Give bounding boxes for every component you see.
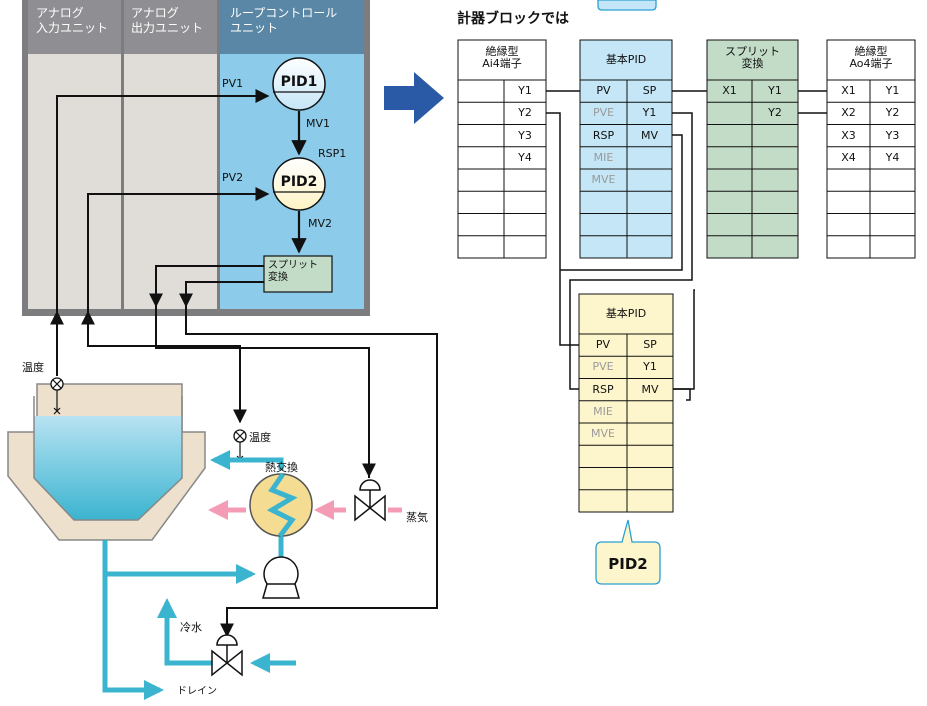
block-ai-cell: Y4 xyxy=(518,150,532,164)
signal-pv2: PV2 xyxy=(222,171,244,184)
block-split-title: スプリット 変換 xyxy=(725,45,780,70)
signal-mv2: MV2 xyxy=(308,217,333,230)
cold-water-valve xyxy=(211,634,243,677)
flow-arrow-icon xyxy=(384,72,444,124)
block-ao-title: 絶縁型 Ao4端子 xyxy=(849,45,893,70)
block-ao-cell: X3 xyxy=(841,128,856,142)
block-ao-cell: Y3 xyxy=(885,128,900,142)
block-pid2 xyxy=(578,293,674,513)
callout-top xyxy=(597,0,657,11)
block-pid1-cell: MVE xyxy=(591,173,616,186)
block-pid1-cell: MIE xyxy=(593,150,614,164)
block-wires xyxy=(546,90,827,401)
callout-pid2-label: PID2 xyxy=(608,555,648,573)
block-split xyxy=(706,39,799,259)
split-node xyxy=(263,255,333,293)
pid2-node xyxy=(272,157,326,211)
tank xyxy=(7,383,206,541)
block-ai-cell: Y2 xyxy=(518,106,532,120)
block-pid2-cell: SP xyxy=(643,338,657,351)
signal-pv1: PV1 xyxy=(222,77,244,90)
block-pid1-title: 基本PID xyxy=(605,53,647,66)
block-pid2-cell: PVE xyxy=(592,360,614,374)
block-ai-cell: Y1 xyxy=(518,84,532,97)
callout-pid2 xyxy=(595,519,661,585)
signal-mv1: MV1 xyxy=(306,117,331,130)
label-cold-water: 冷水 xyxy=(180,621,202,634)
block-split-cell: Y1 xyxy=(768,84,782,97)
heat-exchanger xyxy=(249,472,313,538)
header-loop-control: ループコントロール ユニット xyxy=(230,6,338,35)
steam-valve xyxy=(354,479,386,522)
pid1-node xyxy=(272,57,326,111)
block-split-cell: X1 xyxy=(722,84,737,97)
block-ai-cell: Y3 xyxy=(518,128,532,142)
block-pid1-cell: Y1 xyxy=(642,106,657,120)
block-ai xyxy=(457,39,547,259)
block-ao xyxy=(826,39,916,259)
split-label: スプリット 変換 xyxy=(268,260,318,283)
block-ao-cell: Y1 xyxy=(885,84,900,97)
block-pid1-cell: SP xyxy=(642,84,657,97)
label-temp-tank: 温度 xyxy=(22,361,44,374)
block-pid2-cell: MVE xyxy=(591,427,615,440)
block-pid2-cell: MV xyxy=(641,382,659,396)
block-pid1-cell: PV xyxy=(596,84,611,97)
pid2-label: PID2 xyxy=(280,174,318,190)
block-pid2-cell: Y1 xyxy=(643,360,657,374)
block-ao-cell: Y2 xyxy=(885,106,900,120)
block-pid2-cell: PV xyxy=(595,338,611,351)
block-ao-cell: X4 xyxy=(841,150,856,164)
block-ao-cell: Y4 xyxy=(885,150,900,164)
block-heading: 計器ブロックでは xyxy=(457,11,569,27)
block-pid1 xyxy=(579,39,673,259)
pid1-label: PID1 xyxy=(280,74,318,90)
label-drain: ドレイン xyxy=(177,686,217,697)
label-temp-line: 温度 xyxy=(249,431,271,444)
block-split-cell: Y2 xyxy=(768,106,782,120)
block-ao-cell: X1 xyxy=(841,84,856,97)
header-analog-output: アナログ 出力ユニット xyxy=(131,6,204,35)
block-pid1-cell: MV xyxy=(640,128,658,142)
block-pid2-title: 基本PID xyxy=(605,307,647,320)
block-ao-cell: X2 xyxy=(841,106,856,120)
signal-rsp1: RSP1 xyxy=(318,147,347,160)
block-pid1-cell: RSP xyxy=(592,128,615,142)
control-unit-panel xyxy=(22,0,370,316)
header-analog-input: アナログ 入力ユニット xyxy=(36,6,109,35)
label-steam: 蒸気 xyxy=(406,511,428,524)
block-pid2-cell: MIE xyxy=(593,404,613,418)
block-ai-title: 絶縁型 Ai4端子 xyxy=(482,45,522,70)
block-pid1-cell: PVE xyxy=(592,106,615,120)
label-heat-exchanger: 熱交換 xyxy=(265,461,298,474)
block-pid2-cell: RSP xyxy=(592,382,614,396)
pump xyxy=(262,556,300,599)
